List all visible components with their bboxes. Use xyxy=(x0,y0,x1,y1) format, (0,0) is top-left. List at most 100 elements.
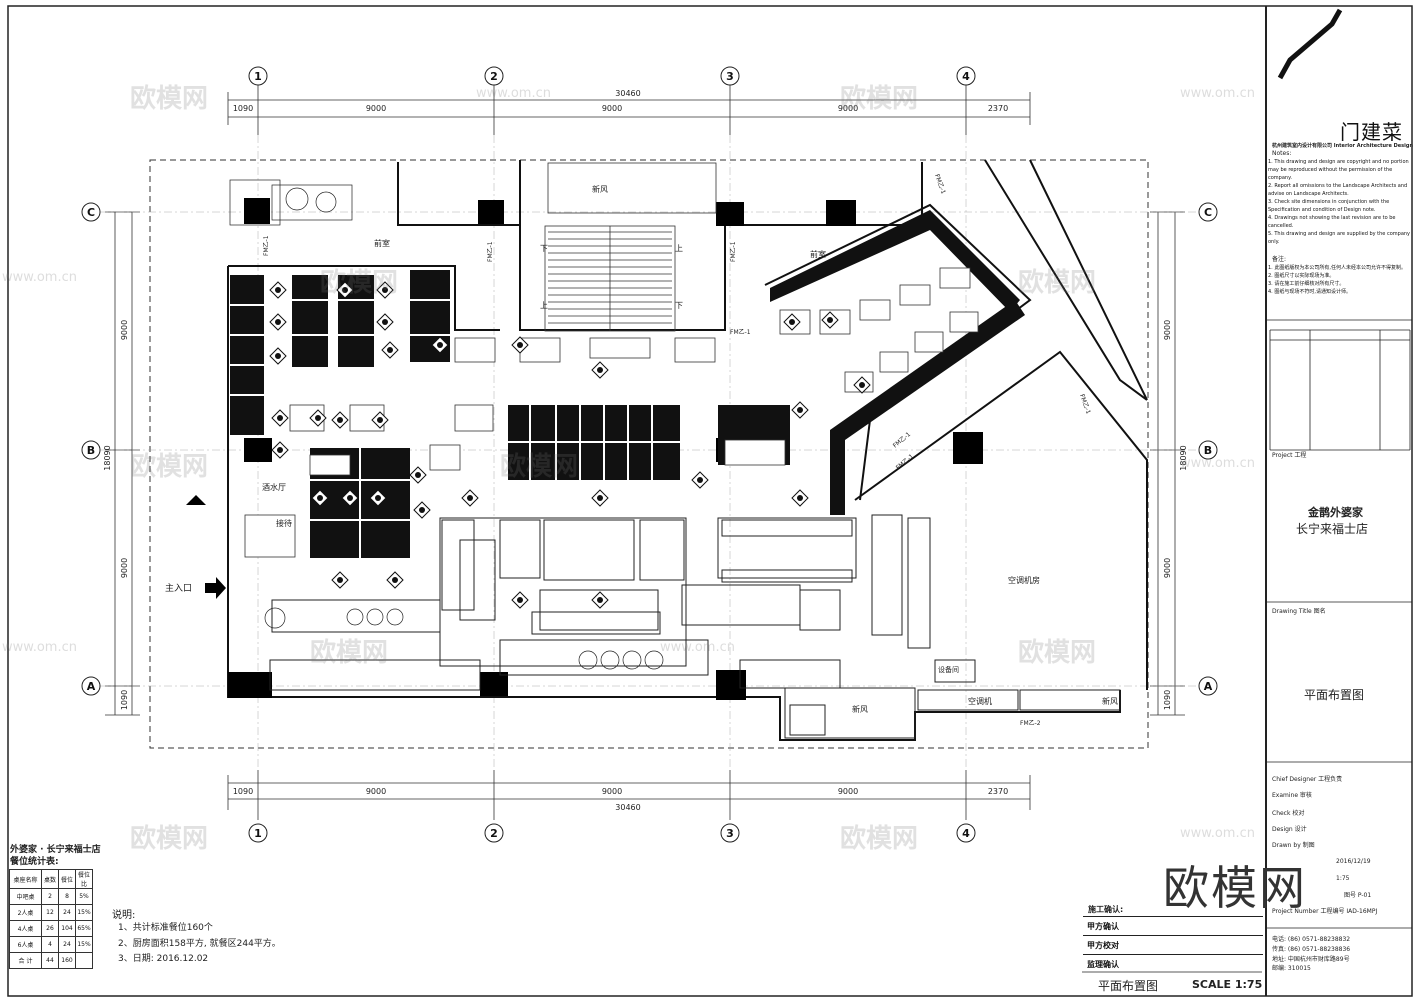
booth-seating xyxy=(230,210,1025,558)
date-value: 2016/12/19 xyxy=(1336,858,1371,865)
design: Design 设计 xyxy=(1272,826,1307,833)
bottom-dim-4: 2370 xyxy=(988,787,1008,796)
stats-cell: 44 xyxy=(41,952,59,969)
watermark-2: 欧模网 xyxy=(840,84,919,114)
axis-label-C-left: C xyxy=(87,206,95,219)
corridor-arrow-icon xyxy=(186,495,206,505)
table-marker-dot xyxy=(387,347,393,353)
axis-label-2-bottom: 2 xyxy=(490,827,498,840)
table-marker-dot xyxy=(392,577,398,583)
axis-bubble-A-left xyxy=(81,676,101,696)
check: Check 校对 xyxy=(1272,810,1305,817)
axis-label-3-top: 3 xyxy=(726,70,734,83)
stats-row: 4人桌 26 104 65% xyxy=(9,920,93,937)
note-en-1: 1. This drawing and design are copyright… xyxy=(1268,159,1409,181)
signoff-row: 甲方确认 xyxy=(1083,916,1263,935)
top-dim-2: 9000 xyxy=(602,104,622,113)
watermark-site-3: www.om.cn xyxy=(2,270,77,285)
table-marker-dot xyxy=(377,417,383,423)
stats-cell: 12 xyxy=(41,904,59,921)
door-tag-3: FM乙-1 xyxy=(730,241,737,262)
dining-table xyxy=(244,514,296,558)
dining-table xyxy=(949,311,979,333)
notes-cn: 1. 此图纸版权为本公司所有,任何人未经本公司允许不得复制。 2. 图纸尺寸以实… xyxy=(1268,264,1416,296)
dining-table xyxy=(939,267,971,289)
dining-table xyxy=(519,337,561,363)
table-marker-dot xyxy=(415,472,421,478)
watermark-site-2: www.om.cn xyxy=(1180,86,1255,101)
axis-label-C-right: C xyxy=(1204,206,1212,219)
table-marker-dot xyxy=(517,597,523,603)
watermark-site-7: www.om.cn xyxy=(1180,826,1255,841)
table-marker-dot xyxy=(697,477,703,483)
note-item-2: 2、厨房面积158平方, 就餐区244平方。 xyxy=(118,939,281,949)
project-number: Project Number 工程编号 IAD-16MPJ xyxy=(1272,908,1378,915)
kitchen-equipment xyxy=(229,179,664,670)
door-tag-1: FM乙-1 xyxy=(263,235,270,256)
contact-address: 地址: 中国杭州市财库路89号 xyxy=(1272,956,1350,963)
drawing-number: 图号 P-01 xyxy=(1344,892,1372,899)
stats-cell xyxy=(75,952,93,969)
right-dim-0: 9000 xyxy=(1163,320,1172,340)
watermark-site-1: www.om.cn xyxy=(476,86,551,101)
watermark-5: 欧模网 xyxy=(130,452,209,482)
watermark-3: 欧模网 xyxy=(320,268,399,298)
door-tag-8: FM乙-1 xyxy=(895,453,915,472)
table-marker-dot xyxy=(275,287,281,293)
dining-table xyxy=(454,337,496,363)
bottom-dim-3: 9000 xyxy=(838,787,858,796)
label-water-bar: 酒水厅 xyxy=(262,482,286,492)
note-en-4: 4. Drawings not showing the last revisio… xyxy=(1268,215,1396,229)
table-marker-dot xyxy=(467,495,473,501)
axis-label-4-top: 4 xyxy=(962,70,970,83)
stats-cell: 65% xyxy=(75,920,93,937)
axis-bubble-4-top xyxy=(956,66,976,86)
stats-col-header: 餐位 xyxy=(58,869,76,889)
notes-heading: 说明: xyxy=(112,910,136,921)
drawing-title: 平面布置图 xyxy=(1304,688,1365,702)
footer-scale: SCALE 1:75 xyxy=(1192,978,1263,991)
scale-value: 1:75 xyxy=(1336,875,1350,882)
stats-col-header: 桌座名称 xyxy=(9,869,42,889)
company-name-small: 杭州建筑室内设计有限公司 Interior Architecture Desig… xyxy=(1272,143,1413,149)
dining-table xyxy=(859,299,891,321)
axis-label-B-right: B xyxy=(1204,444,1212,457)
stats-heading-line1: 外婆家 · 长宁来福士店 xyxy=(10,845,101,855)
project-name-line1: 金鹊外婆家 xyxy=(1308,506,1363,519)
note-item-1: 1、共计标准餐位160个 xyxy=(118,923,213,933)
examine: Examine 审核 xyxy=(1272,792,1312,799)
table-marker-dot xyxy=(419,507,425,513)
table-marker-dot xyxy=(347,495,353,501)
stats-col-header: 餐位比 xyxy=(75,869,93,889)
contact-tel: 电话: (86) 0571-88238832 xyxy=(1272,936,1351,943)
top-dim-1: 9000 xyxy=(366,104,386,113)
right-dim-2: 9000 xyxy=(1163,558,1172,578)
label-ac-bottom: 空调机 xyxy=(968,696,992,706)
door-tag-2: FM乙-1 xyxy=(487,241,494,262)
axis-bubble-A-right xyxy=(1198,676,1218,696)
left-dim-1: 18090 xyxy=(103,445,112,470)
label-fresh-air-bottom: 新风 xyxy=(852,704,868,714)
dining-table xyxy=(899,284,931,306)
seat-stats-table: 桌座名称 桌数 餐位 餐位比 中吧桌 2 8 5% 2人桌 12 24 15% … xyxy=(9,869,93,969)
axis-label-2-top: 2 xyxy=(490,70,498,83)
drawn-by: Drawn by 制图 xyxy=(1272,842,1315,849)
stats-header-row: 桌座名称 桌数 餐位 餐位比 xyxy=(9,869,93,889)
sheet-border xyxy=(7,5,1413,997)
stats-cell: 15% xyxy=(75,936,93,953)
axis-bubble-1-bottom xyxy=(248,823,268,843)
door-tag-9: FM乙-2 xyxy=(1020,720,1041,727)
stats-cell: 6人桌 xyxy=(9,936,42,953)
stats-row: 6人桌 4 24 15% xyxy=(9,936,93,953)
note-cn-1: 1. 此图纸版权为本公司所有,任何人未经本公司允许不得复制。 xyxy=(1268,265,1406,271)
notes-en: 1. This drawing and design are copyright… xyxy=(1268,158,1416,246)
kitchen-area xyxy=(269,514,931,691)
label-front-room-right: 前室 xyxy=(810,249,826,259)
note-cn-2: 2. 图纸尺寸以实际现场为准。 xyxy=(1268,273,1335,279)
stats-cell: 15% xyxy=(75,904,93,921)
watermark-4: 欧模网 xyxy=(1018,268,1097,298)
label-fresh-air-bottom-right: 新风 xyxy=(1102,696,1118,706)
staircase xyxy=(544,162,717,332)
drawing-title-label: Drawing Title 图名 xyxy=(1272,608,1326,615)
dining-table xyxy=(914,331,944,353)
